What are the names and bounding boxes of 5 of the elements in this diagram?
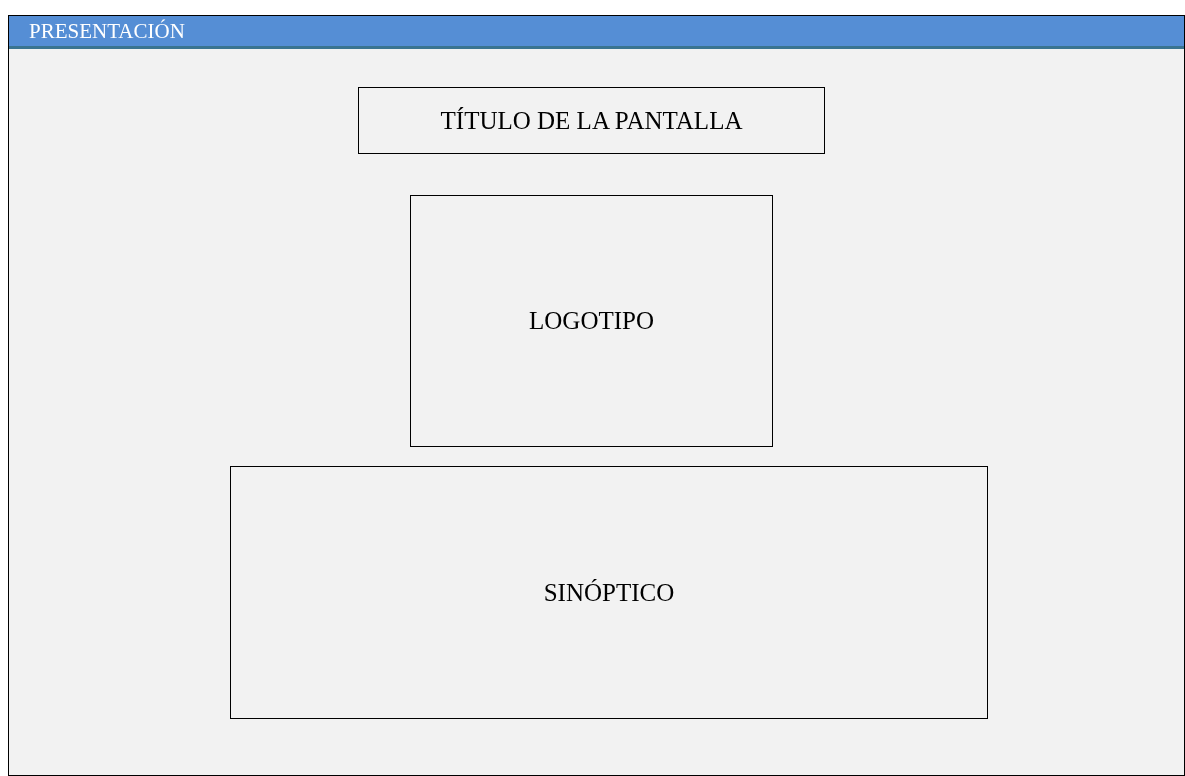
screen-panel xyxy=(8,15,1185,776)
synoptic-box: SINÓPTICO xyxy=(230,466,988,719)
title-box: TÍTULO DE LA PANTALLA xyxy=(358,87,825,154)
placeholder-box: LOGOTIPO xyxy=(410,195,773,447)
header-bar: PRESENTACIÓN xyxy=(9,16,1184,49)
